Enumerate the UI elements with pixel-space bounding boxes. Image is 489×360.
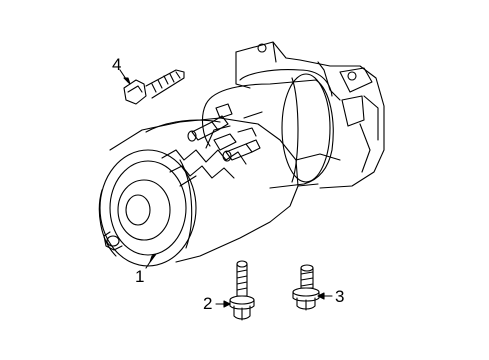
callout-4: 4: [112, 55, 122, 74]
callout-1: 1: [135, 267, 145, 286]
leader-line-4: [119, 69, 131, 85]
bolt-2: [229, 260, 255, 321]
leader-line-1: [145, 253, 157, 269]
leader-line-2: [215, 300, 231, 308]
upper-bolt: [123, 69, 185, 105]
leader-line-3: [317, 292, 333, 300]
starter-motor: [98, 41, 385, 267]
callout-3: 3: [335, 287, 345, 306]
bolt-3: [292, 264, 320, 311]
callout-2: 2: [203, 294, 213, 313]
